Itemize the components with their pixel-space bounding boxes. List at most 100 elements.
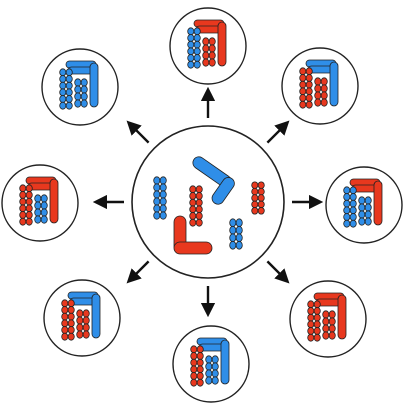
- short-chromosome: [322, 310, 336, 340]
- chromatid-bead: [159, 183, 167, 192]
- chromatid-bead: [349, 193, 357, 201]
- chromatid-bead: [153, 204, 161, 213]
- chromatid-bead: [358, 210, 366, 219]
- chromatid-bead: [189, 218, 197, 227]
- chromatid-bead: [25, 184, 33, 193]
- chromatid-bead: [314, 98, 322, 107]
- arrow-top-right: [266, 120, 290, 144]
- chromatid-bead: [322, 310, 330, 319]
- chromatid-bead: [307, 320, 315, 329]
- chromatid-bead: [187, 47, 195, 56]
- arrow-bottom-left: [126, 260, 150, 284]
- short-chromosome: [314, 77, 328, 107]
- chromatid-bead: [153, 211, 161, 220]
- chromatid-bead: [61, 319, 69, 328]
- hook-chromosome-stem: [373, 180, 383, 226]
- chromatid-bead: [196, 352, 204, 360]
- chromatid-bead: [196, 358, 204, 367]
- daughter-chromosomes: [187, 19, 227, 69]
- chromatid-bead: [358, 203, 366, 212]
- long-chromosome: [307, 300, 321, 342]
- chromatid-bead: [328, 310, 336, 319]
- chromatid-bead: [314, 84, 322, 93]
- chromatid-bead: [229, 225, 237, 235]
- chromatid-bead: [61, 312, 69, 321]
- chromatid-bead: [82, 323, 90, 332]
- chromatid-bead: [19, 217, 27, 226]
- chromatid-bead: [205, 362, 213, 371]
- chromatid-bead: [196, 372, 204, 380]
- daughter-cell-right: [325, 166, 403, 244]
- chromatid-bead: [257, 194, 265, 202]
- long-chromosome: [190, 345, 204, 387]
- daughter-cell-bottom-right: [289, 280, 367, 358]
- chromatid-bead: [82, 316, 90, 325]
- chromatid-bead: [305, 94, 313, 102]
- chromatid-bead: [343, 199, 351, 208]
- chromosome-blue-short: [229, 218, 243, 250]
- chromatid-bead: [208, 37, 216, 46]
- chromatid-bead: [202, 58, 210, 67]
- chromatid-bead: [257, 187, 265, 196]
- chromatid-bead: [299, 80, 307, 89]
- chromatid-bead: [328, 317, 336, 326]
- chromatid-bead: [40, 215, 48, 224]
- chromatid-bead: [153, 197, 161, 206]
- daughter-chromosomes: [343, 178, 383, 228]
- chromatid-arm: [211, 177, 235, 205]
- chromatid-bead: [80, 99, 88, 108]
- chromatid-bead: [235, 233, 243, 243]
- chromatid-bead: [299, 74, 307, 82]
- chromatid-bead: [61, 332, 69, 341]
- chromatid-bead: [153, 190, 161, 199]
- chromatid-bead: [322, 317, 330, 326]
- chromatid-bead: [320, 84, 328, 93]
- long-chromosome: [299, 67, 313, 109]
- chromatid-bead: [251, 200, 259, 209]
- chromatid-bead: [251, 194, 259, 202]
- chromatid-bead: [305, 87, 313, 96]
- chromatid-bead: [189, 192, 197, 200]
- daughter-cell-top-right: [281, 47, 359, 125]
- chromatid-bead: [305, 80, 313, 89]
- chromatid-bead: [322, 331, 330, 340]
- chromatid-bead: [65, 68, 73, 77]
- chromatid-bead: [25, 217, 33, 226]
- chromatid-bead: [328, 331, 336, 340]
- daughter-cell-top-left: [41, 48, 119, 126]
- chromatid-bead: [76, 316, 84, 325]
- chromatid-bead: [195, 192, 203, 200]
- hook-chromosome-stem: [89, 62, 99, 108]
- hook-chromosome-stem: [217, 21, 227, 67]
- long-chromosome: [187, 27, 201, 69]
- chromatid-bead: [67, 312, 75, 321]
- hook-chromosome-stem: [329, 61, 339, 107]
- chromatid-bead: [65, 75, 73, 83]
- chromatid-bead: [59, 81, 67, 90]
- chromatid-bead: [343, 206, 351, 215]
- chromatid-bead: [187, 40, 195, 49]
- chromatid-bead: [190, 372, 198, 380]
- chromosome-red-long: [189, 185, 203, 227]
- chromatid-bead: [193, 54, 201, 62]
- chromatid-bead: [187, 54, 195, 62]
- chromatid-bead: [364, 217, 372, 226]
- hook-chromosome-stem: [49, 178, 59, 224]
- short-chromosome: [205, 355, 219, 385]
- chromatid-bead: [190, 365, 198, 374]
- chromatid-bead: [257, 181, 265, 189]
- chromatid-bead: [76, 323, 84, 332]
- chromatid-bead: [74, 78, 82, 87]
- chromatid-bead: [189, 212, 197, 220]
- chromatid-bead: [235, 218, 243, 228]
- chromatid-bead: [229, 233, 237, 243]
- chromatid-bead: [349, 206, 357, 215]
- chromatid-bead: [364, 210, 372, 219]
- chromatid-bead: [189, 198, 197, 207]
- chromatid-bead: [25, 204, 33, 213]
- short-chromosome: [76, 309, 90, 339]
- chromatid-bead: [257, 207, 265, 215]
- chromatid-bead: [195, 205, 203, 214]
- chromatid-bead: [61, 326, 69, 334]
- daughter-chromosomes: [19, 176, 59, 226]
